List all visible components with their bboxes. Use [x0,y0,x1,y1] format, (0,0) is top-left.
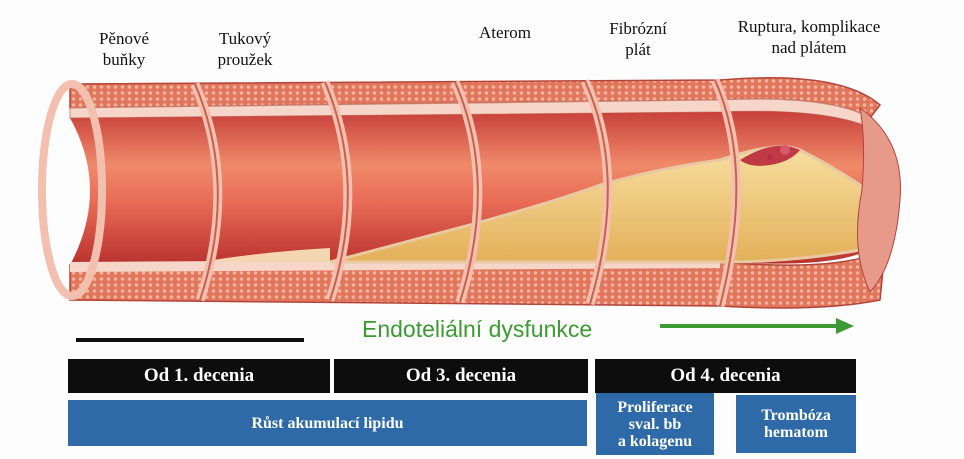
artery-end [858,108,901,292]
phase-thrombosis: Trombóza hematom [736,395,856,453]
label-foam-cells: Pěnové buňky [84,28,164,70]
phase-proliferation: Proliferace sval. bb a kolagenu [596,393,714,455]
label-atheroma: Aterom [460,22,550,43]
decade-bar-4: Od 4. decenia [595,359,856,393]
lifetime-line [76,338,304,342]
process-label: Endoteliální dysfunkce [362,316,592,343]
label-fibrous-plaque: Fibrózní plát [596,18,680,60]
progress-arrow [660,316,856,336]
label-fatty-streak: Tukový proužek [200,28,290,70]
decade-bar-1: Od 1. decenia [68,359,330,393]
decade-bar-3: Od 3. decenia [334,359,588,393]
phase-lipid-growth: Růst akumulací lipidu [68,400,587,446]
label-rupture: Ruptura, komplikace nad plátem [704,16,914,58]
